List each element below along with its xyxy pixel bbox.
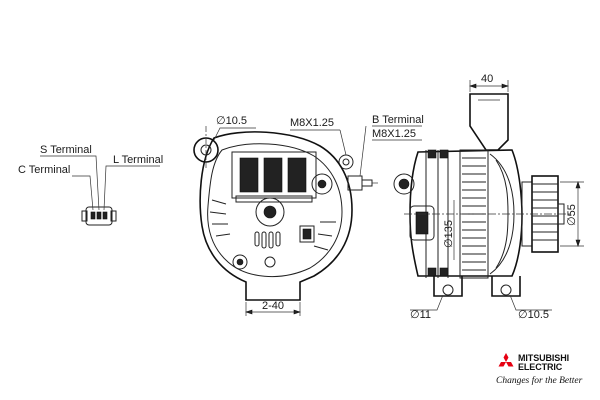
mitsubishi-electric-brand: MITSUBISHI ELECTRIC Changes for the Bett…: [494, 352, 598, 396]
c-terminal-label: C Terminal: [18, 164, 70, 176]
thread-2-label: M8X1.25: [372, 128, 416, 140]
l-terminal-label: L Terminal: [113, 154, 163, 166]
alternator-front-view: [193, 126, 378, 316]
mount-spacing-dimension: 2-40: [262, 300, 284, 312]
right-hole-dimension: ∅10.5: [518, 309, 549, 321]
top-width-dimension: 40: [481, 73, 493, 85]
front-hole-dimension: ∅10.5: [216, 115, 247, 127]
pulley-diameter-dimension: ∅55: [566, 204, 578, 226]
brand-tagline: Changes for the Better: [496, 376, 583, 386]
three-diamonds-logo-icon: [498, 353, 514, 367]
b-terminal-label: B Terminal: [372, 114, 424, 126]
brand-name-line1: MITSUBISHI: [518, 353, 570, 363]
body-diameter-dimension: ∅135: [443, 220, 455, 248]
brand-name-line2: ELECTRIC: [518, 362, 563, 372]
left-hole-dimension: ∅11: [410, 309, 431, 321]
alternator-side-view: [393, 93, 570, 297]
s-terminal-label: S Terminal: [40, 144, 92, 156]
thread-1-label: M8X1.25: [290, 117, 334, 129]
brand-name: MITSUBISHI ELECTRIC: [518, 354, 569, 372]
